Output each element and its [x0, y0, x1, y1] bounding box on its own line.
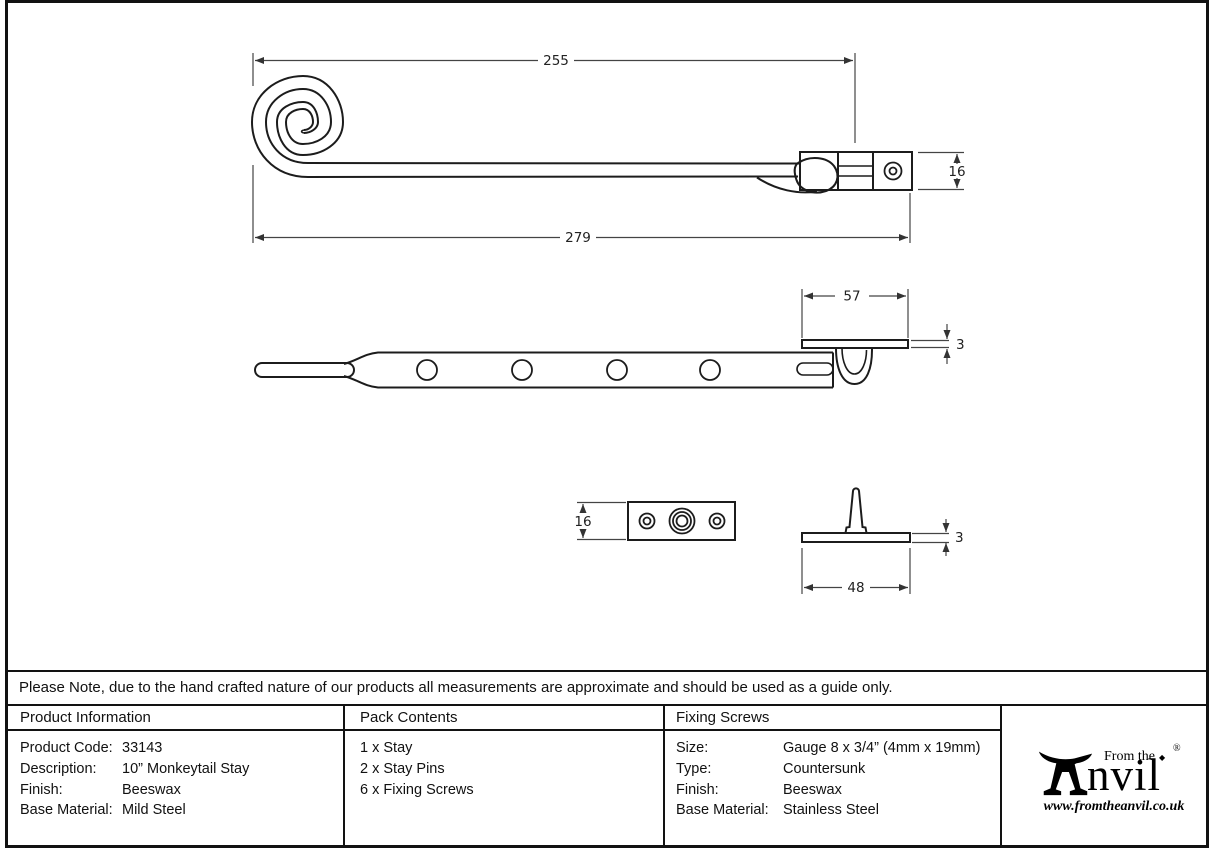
list-item: 6 x Fixing Screws — [360, 782, 474, 798]
keep-hole-right-inner — [712, 516, 722, 526]
dim-label-3-plate: 3 — [956, 337, 965, 353]
list-item: 2 x Stay Pins — [360, 761, 445, 777]
row-value: Countersunk — [783, 761, 866, 777]
row-value: 33143 — [122, 740, 163, 756]
stay-side-view — [250, 74, 913, 194]
monkeytail-spiral-inner — [264, 87, 801, 165]
pack-contents-header: Pack Contents — [360, 709, 458, 726]
row-value: 10” Monkeytail Stay — [122, 761, 250, 777]
pivot-hook-outer — [835, 347, 873, 386]
table-row: Base Material: Mild Steel — [20, 802, 186, 818]
stay-plan-view — [254, 339, 909, 389]
handle-neck-curve — [756, 176, 818, 194]
row-label: Base Material: — [676, 802, 769, 818]
row-value: Beeswax — [122, 782, 181, 798]
dim-48: 48 — [801, 548, 911, 596]
dim-3-plate: 3 — [911, 324, 965, 364]
pin-cone — [844, 487, 868, 534]
table-row: Size: Gauge 8 x 3/4” (4mm x 19mm) — [676, 740, 980, 756]
product-information-header: Product Information — [20, 709, 151, 726]
bar-bottom-edge — [343, 375, 833, 389]
anvil-icon — [1038, 751, 1093, 796]
rod-tip — [254, 362, 355, 378]
keep-hole-center-mid — [672, 511, 692, 531]
row-label: Product Code: — [20, 740, 113, 756]
row-value: Stainless Steel — [783, 802, 879, 818]
column-divider-3 — [1000, 704, 1002, 848]
table-row: Product Code: 33143 — [20, 740, 162, 756]
table-row: Finish: Beeswax — [20, 782, 181, 798]
column-divider-1 — [343, 704, 345, 848]
logo-anvil-text: nvil — [1087, 750, 1162, 800]
bar-end-slot — [796, 362, 834, 376]
logo-from-the-text: From the — [1104, 749, 1155, 764]
row-value: Beeswax — [783, 782, 842, 798]
dim-label-48: 48 — [847, 580, 864, 596]
bar-hole-3 — [606, 359, 628, 381]
bar-hole-1 — [416, 359, 438, 381]
dim-255: 255 — [252, 53, 856, 143]
row-label: Finish: — [676, 782, 719, 798]
header-row-border — [5, 729, 1002, 731]
fixing-screws-header: Fixing Screws — [676, 709, 770, 726]
row-value: Gauge 8 x 3/4” (4mm x 19mm) — [783, 740, 981, 756]
dim-279: 279 — [252, 165, 911, 246]
note-row-top-border — [5, 670, 1209, 672]
dim-16-end-block: 16 — [918, 151, 966, 191]
row-label: Type: — [676, 761, 712, 777]
table-row: Base Material: Stainless Steel — [676, 802, 879, 818]
pin-base-plate — [801, 532, 911, 543]
spiral-tip — [300, 129, 305, 134]
monkeytail-spiral-outer — [250, 74, 799, 179]
dim-label-57: 57 — [843, 289, 860, 305]
pivot-screw-outer — [883, 161, 903, 181]
keep-hole-right-outer — [708, 512, 726, 530]
row-label: Description: — [20, 761, 97, 777]
row-label: Size: — [676, 740, 709, 756]
dim-label-16-end: 16 — [948, 164, 965, 180]
sheet-border — [5, 0, 1209, 848]
keep-plate-view — [627, 501, 736, 541]
table-row: Finish: Beeswax — [676, 782, 842, 798]
logo-website-url: www.fromtheanvil.co.uk — [1043, 799, 1185, 814]
bar-hole-2 — [511, 359, 533, 381]
table-row: Description: 10” Monkeytail Stay — [20, 761, 249, 777]
stay-pin-view — [801, 487, 911, 543]
dim-57: 57 — [801, 289, 909, 338]
row-label: Base Material: — [20, 802, 113, 818]
technical-drawing: 255 279 16 — [250, 53, 966, 596]
dim-16-keep: 16 — [574, 501, 626, 541]
column-divider-2 — [663, 704, 665, 848]
pivot-hook-inner — [841, 347, 868, 375]
dim-label-255: 255 — [543, 53, 569, 69]
disclaimer-note: Please Note, due to the hand crafted nat… — [19, 679, 893, 696]
diamond-icon: ◆ — [1159, 753, 1166, 762]
dim-3-pin: 3 — [912, 519, 964, 556]
dim-label-3-pin: 3 — [955, 530, 964, 546]
row-label: Finish: — [20, 782, 63, 798]
bar-hole-4 — [699, 359, 721, 381]
row-value: Mild Steel — [122, 802, 186, 818]
bar-top-edge — [343, 351, 833, 365]
table-top-border — [5, 704, 1209, 706]
registered-trademark-symbol: ® — [1173, 743, 1181, 754]
keep-hole-center-outer — [668, 507, 696, 535]
pivot-screw-inner — [888, 166, 898, 176]
handle-teardrop — [793, 157, 839, 194]
table-row: Type: Countersunk — [676, 761, 865, 777]
mounting-plate — [801, 339, 909, 349]
dim-label-279: 279 — [565, 230, 591, 246]
keep-hole-left-outer — [638, 512, 656, 530]
end-block — [799, 151, 913, 191]
dim-label-16-keep: 16 — [574, 514, 591, 530]
keep-plate — [627, 501, 736, 541]
keep-hole-center-inner — [675, 514, 689, 528]
keep-hole-left-inner — [642, 516, 652, 526]
list-item: 1 x Stay — [360, 740, 413, 756]
